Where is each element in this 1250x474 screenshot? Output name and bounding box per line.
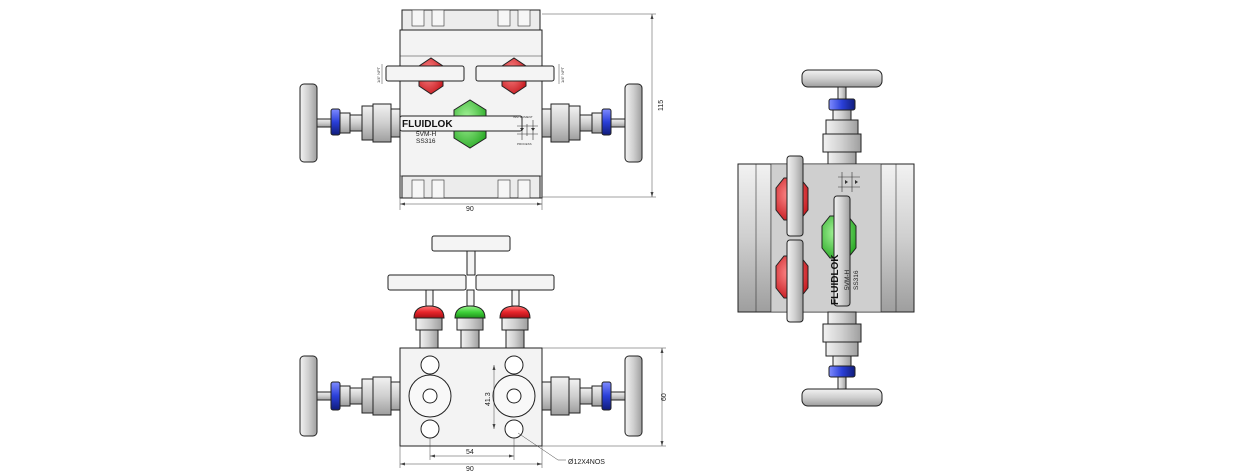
dimension-width-bottom: 90 — [399, 446, 543, 473]
handle-bar-bottom-left — [387, 274, 467, 291]
valve-cap-red-right — [499, 305, 531, 319]
dim-height-label: 115 — [658, 100, 665, 111]
brand-label: FLUIDLOK — [402, 119, 453, 130]
connector-top — [828, 98, 856, 111]
handwheel-left — [299, 83, 318, 163]
handwheel-top — [801, 69, 883, 88]
mounting-hole — [420, 419, 440, 439]
vent-assembly-bottom-left — [299, 355, 401, 437]
dim-height-bottom-label: 60 — [661, 393, 668, 401]
hole-callout: Ø12X4NOS — [517, 432, 605, 466]
dimension-height-bottom: 60 — [542, 347, 668, 447]
connector-bottom — [828, 365, 856, 378]
mounting-hole — [420, 355, 440, 375]
dimension-height: 115 — [542, 13, 665, 198]
handle-bar-side-bottom — [786, 239, 804, 323]
dimension-pitch-horizontal: 54 — [429, 438, 515, 460]
dim-width-label: 90 — [466, 206, 474, 213]
valve-cap-red-left — [413, 305, 445, 319]
process-label: PROCESS — [517, 142, 532, 146]
dim-width-bottom-label: 90 — [466, 466, 474, 473]
vent-assembly-bottom-right — [541, 355, 643, 437]
handle-bar-top — [431, 235, 511, 252]
handwheel-bottom — [801, 388, 883, 407]
hole-note-label: Ø12X4NOS — [568, 459, 605, 466]
valve-cap-green — [454, 305, 486, 319]
side-view: FLUIDLOK 5VM-H SS316 — [737, 69, 915, 407]
npt-label-right: 1/4" NPT — [560, 66, 565, 83]
bottom-view: 41.3 60 54 90 — [299, 235, 668, 473]
side-brand-label: FLUIDLOK — [830, 254, 841, 305]
handle-bar-left — [385, 65, 465, 82]
dimension-width: 90 — [399, 198, 543, 213]
handle-bar-side-top — [786, 155, 804, 237]
mounting-hole — [504, 419, 524, 439]
dim-pitch-horizontal-label: 54 — [466, 449, 474, 456]
handwheel-right — [624, 83, 643, 163]
side-material-label: SS316 — [853, 270, 860, 290]
hookup-symbol-side — [838, 172, 860, 192]
front-view: 1/4" NPT 1/4" NPT FLUIDLOK 5VM-H SS316 I… — [299, 9, 665, 213]
handle-bar-right — [475, 65, 555, 82]
mounting-hole — [504, 355, 524, 375]
side-model-label: 5VM-H — [844, 269, 851, 290]
vent-assembly-left — [299, 83, 401, 163]
npt-label-left: 1/4" NPT — [376, 66, 381, 83]
connector-right — [601, 108, 612, 136]
handle-bar-bottom-right — [475, 274, 555, 291]
model-label: 5VM-H — [416, 131, 437, 138]
hookup-symbol — [517, 120, 538, 140]
handle-bar-side-center — [833, 195, 851, 307]
vent-assembly-right — [541, 83, 643, 163]
dimension-pitch-vertical: 41.3 — [485, 365, 496, 429]
material-label: SS316 — [416, 138, 436, 145]
connector-left — [330, 108, 341, 136]
instrument-label: INSTRUMENT — [513, 115, 533, 119]
dim-pitch-vertical-label: 41.3 — [485, 392, 492, 406]
